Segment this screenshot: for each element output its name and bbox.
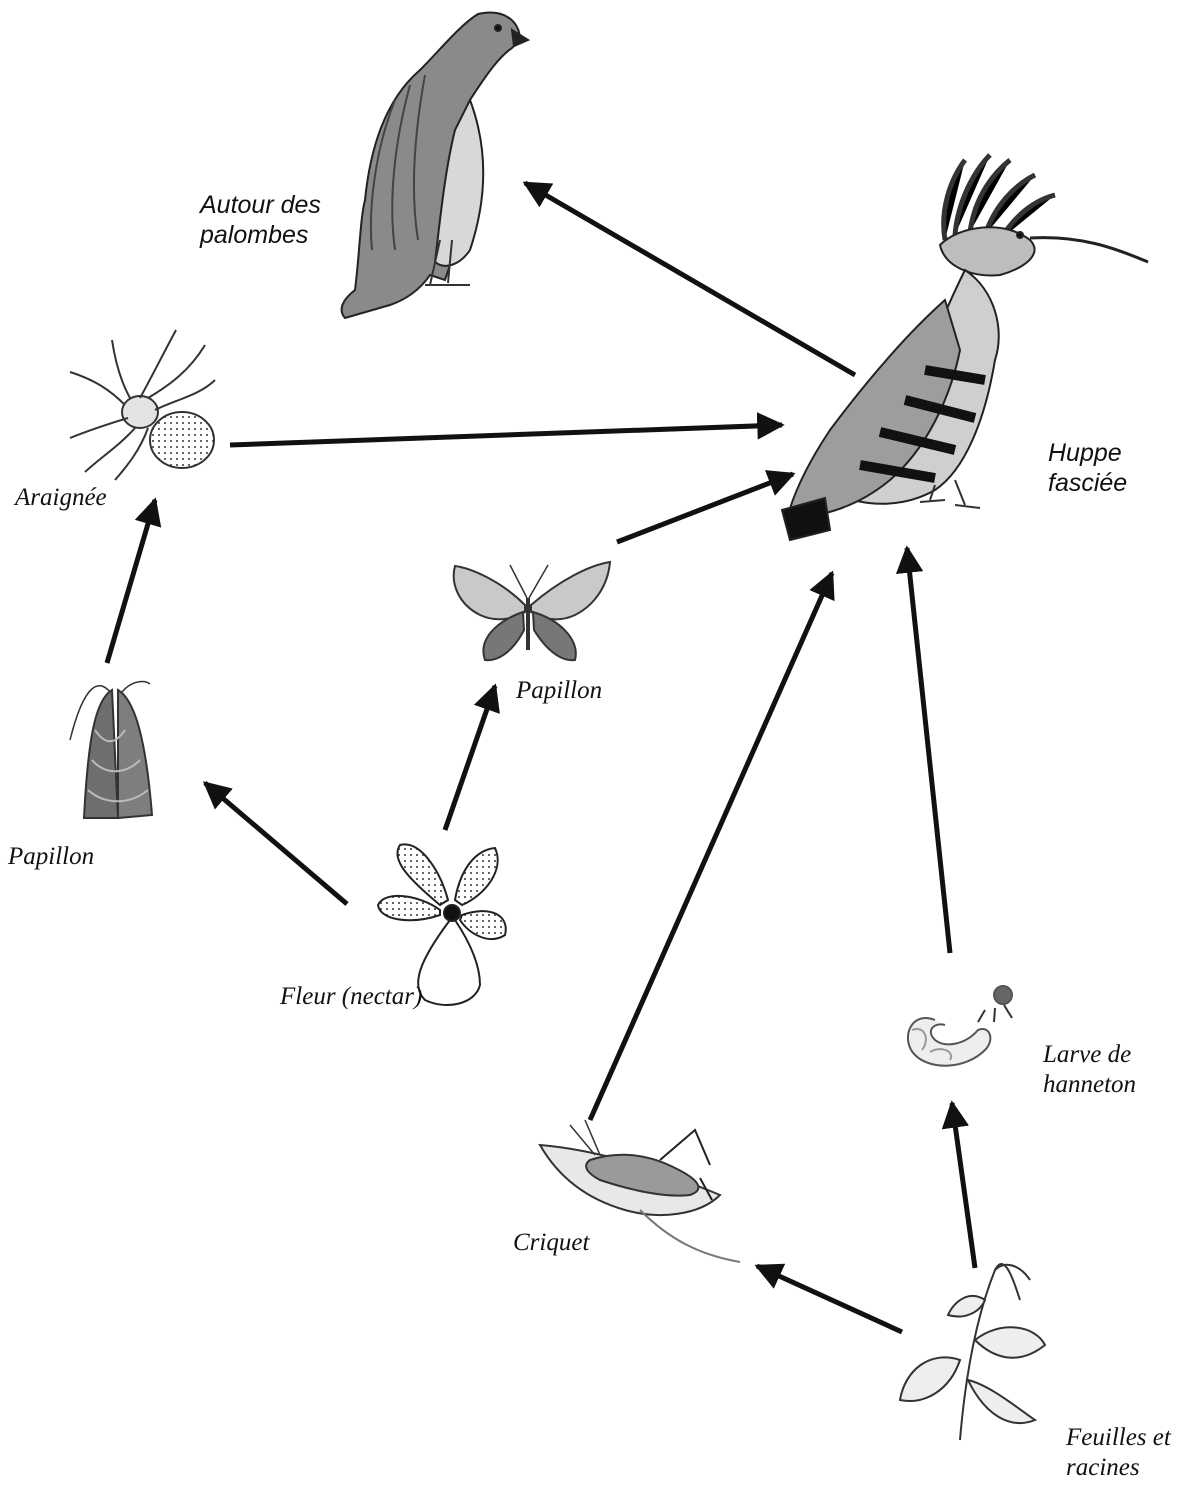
arrow-spider-to-hoopoe	[230, 425, 782, 445]
label-flower: Fleur (nectar)	[280, 982, 422, 1012]
label-grub: Larve de hanneton	[1043, 1040, 1136, 1100]
arrow-cricket-to-hoopoe	[590, 573, 832, 1120]
label-hawk-line-2: palombes	[200, 220, 321, 250]
butterfly-illustration	[454, 562, 610, 660]
label-hoopoe-line-1: Huppe	[1048, 438, 1127, 468]
leaves-illustration	[900, 1264, 1045, 1440]
label-hawk: Autour des palombes	[200, 190, 321, 250]
label-leaves-line-2: racines	[1066, 1453, 1171, 1483]
arrow-leaves-to-cricket	[757, 1266, 902, 1332]
label-leaves: Feuilles et racines	[1066, 1423, 1171, 1483]
flower-illustration	[378, 844, 506, 1005]
spider-illustration	[70, 330, 215, 480]
arrow-leaves-to-grub	[952, 1103, 975, 1268]
label-cricket: Criquet	[513, 1228, 589, 1258]
label-hoopoe: Huppe fasciée	[1048, 438, 1127, 498]
label-moth: Papillon	[8, 842, 94, 872]
label-hoopoe-line-2: fasciée	[1048, 468, 1127, 498]
arrow-flower-to-moth	[205, 783, 347, 904]
arrow-moth-to-spider	[107, 500, 155, 663]
arrow-flower-to-butterfly	[445, 686, 495, 830]
label-spider: Araignée	[15, 483, 107, 513]
label-grub-line-1: Larve de	[1043, 1040, 1136, 1070]
moth-illustration	[70, 682, 152, 818]
hawk-illustration	[342, 13, 528, 318]
grub-illustration	[908, 986, 1012, 1066]
label-leaves-line-1: Feuilles et	[1066, 1423, 1171, 1453]
label-grub-line-2: hanneton	[1043, 1070, 1136, 1100]
arrow-grub-to-hoopoe	[907, 548, 950, 953]
label-hawk-line-1: Autour des	[200, 190, 321, 220]
food-web-arrows	[107, 183, 975, 1332]
label-butterfly: Papillon	[516, 676, 602, 706]
arrow-hoopoe-to-hawk	[525, 183, 855, 375]
arrow-butterfly-to-hoopoe	[617, 474, 793, 542]
